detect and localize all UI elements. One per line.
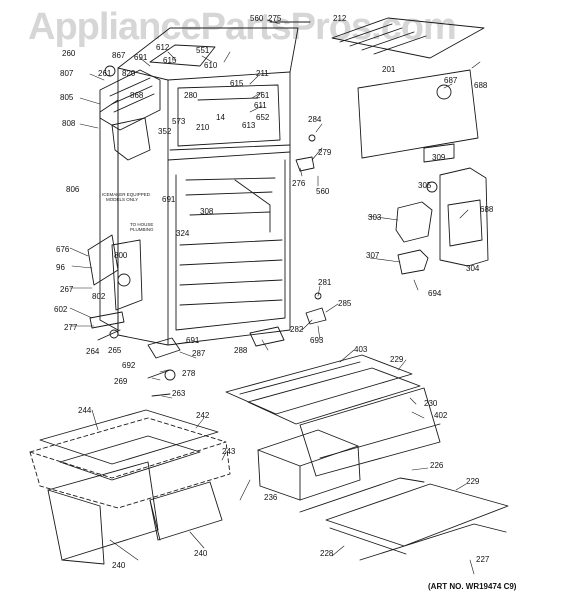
part-label-278: 278 bbox=[182, 369, 196, 378]
part-label-691: 691 bbox=[162, 195, 176, 204]
part-label-693: 693 bbox=[310, 336, 324, 345]
part-label-261: 261 bbox=[98, 69, 112, 78]
top-cover-212 bbox=[269, 17, 485, 59]
crisper-pans-assembly bbox=[29, 409, 231, 565]
part-label-285: 285 bbox=[338, 299, 352, 308]
part-label-307: 307 bbox=[366, 251, 380, 260]
part-label-279: 279 bbox=[318, 148, 332, 157]
part-label-692: 692 bbox=[122, 361, 136, 370]
part-label-652: 652 bbox=[256, 113, 270, 122]
part-label-226: 226 bbox=[430, 461, 444, 470]
part-label-802: 802 bbox=[92, 292, 106, 301]
evaporator-cover-201 bbox=[357, 69, 479, 163]
part-label-308: 308 bbox=[200, 207, 214, 216]
glass-shelf-lower bbox=[299, 477, 509, 561]
part-label-260: 260 bbox=[62, 49, 76, 58]
part-label-277: 277 bbox=[64, 323, 78, 332]
part-label-211: 211 bbox=[256, 69, 269, 78]
part-label-691: 691 bbox=[186, 336, 200, 345]
part-label-304: 304 bbox=[466, 264, 480, 273]
part-number-labels: 560 275 212 260 867 691 612 551 615 610 807 261 820 6… bbox=[54, 14, 494, 570]
part-label-352: 352 bbox=[158, 127, 172, 136]
part-label-691: 691 bbox=[134, 53, 148, 62]
part-label-560: 560 bbox=[250, 14, 264, 23]
part-label-303: 303 bbox=[368, 213, 382, 222]
freezer-compartment bbox=[149, 44, 281, 147]
part-label-309: 309 bbox=[432, 153, 446, 162]
part-label-305: 305 bbox=[418, 181, 432, 190]
part-label-282: 282 bbox=[290, 325, 304, 334]
part-label-573: 573 bbox=[172, 117, 186, 126]
part-label-867: 867 bbox=[112, 51, 126, 60]
part-label-240: 240 bbox=[112, 561, 126, 570]
part-label-611: 611 bbox=[254, 101, 267, 110]
part-label-229: 229 bbox=[466, 477, 480, 486]
part-label-267: 267 bbox=[60, 285, 74, 294]
part-label-201: 201 bbox=[382, 65, 396, 74]
part-label-615: 615 bbox=[230, 79, 244, 88]
part-label-14: 14 bbox=[216, 113, 225, 122]
part-label-228: 228 bbox=[320, 549, 334, 558]
glass-shelf-upper bbox=[225, 354, 441, 477]
part-label-230: 230 bbox=[424, 399, 438, 408]
part-label-261: 261 bbox=[256, 91, 270, 100]
small-parts-left bbox=[87, 234, 143, 341]
part-label-687: 687 bbox=[444, 76, 458, 85]
cabinet-shell bbox=[99, 27, 299, 346]
part-label-287: 287 bbox=[192, 349, 206, 358]
part-label-551: 551 bbox=[196, 46, 210, 55]
part-label-402: 402 bbox=[434, 411, 448, 420]
part-label-324: 324 bbox=[176, 229, 190, 238]
part-label-240: 240 bbox=[194, 549, 208, 558]
leader-lines bbox=[69, 19, 481, 575]
part-label-560: 560 bbox=[316, 187, 330, 196]
part-label-280: 280 bbox=[184, 91, 198, 100]
control-housing bbox=[395, 167, 489, 275]
part-label-288: 288 bbox=[234, 346, 248, 355]
part-label-276: 276 bbox=[292, 179, 306, 188]
part-label-613: 613 bbox=[242, 121, 256, 130]
icemaker-note-line2: MODELS ONLY bbox=[106, 197, 139, 202]
part-label-808: 808 bbox=[62, 119, 76, 128]
part-label-281: 281 bbox=[318, 278, 332, 287]
part-label-236: 236 bbox=[264, 493, 278, 502]
part-label-243: 243 bbox=[222, 447, 236, 456]
icemaker-note-line1: ICEMAKER EQUIPPED bbox=[102, 192, 151, 197]
part-label-284: 284 bbox=[308, 115, 322, 124]
part-label-800: 800 bbox=[114, 251, 128, 260]
part-label-806: 806 bbox=[66, 185, 80, 194]
part-label-264: 264 bbox=[86, 347, 100, 356]
part-label-212: 212 bbox=[333, 14, 347, 23]
crisper-drawer-236 bbox=[257, 429, 361, 501]
part-label-612: 612 bbox=[156, 43, 170, 52]
art-number: (ART NO. WR19474 C9) bbox=[428, 582, 517, 591]
part-label-242: 242 bbox=[196, 411, 210, 420]
part-label-688: 688 bbox=[474, 81, 488, 90]
part-label-269: 269 bbox=[114, 377, 128, 386]
part-label-96: 96 bbox=[56, 263, 65, 272]
part-label-265: 265 bbox=[108, 346, 122, 355]
part-label-229: 229 bbox=[390, 355, 404, 364]
part-label-615: 615 bbox=[163, 56, 177, 65]
part-label-263: 263 bbox=[172, 389, 186, 398]
part-label-807: 807 bbox=[60, 69, 74, 78]
plumbing-note-line1: TO HOUSE bbox=[130, 222, 154, 227]
part-label-610: 610 bbox=[204, 61, 218, 70]
part-label-805: 805 bbox=[60, 93, 74, 102]
part-label-688: 688 bbox=[480, 205, 494, 214]
part-label-820: 820 bbox=[122, 69, 136, 78]
part-label-244: 244 bbox=[78, 406, 92, 415]
part-label-694: 694 bbox=[428, 289, 442, 298]
part-label-403: 403 bbox=[354, 345, 368, 354]
part-label-868: 868 bbox=[130, 91, 144, 100]
part-label-602: 602 bbox=[54, 305, 68, 314]
part-label-676: 676 bbox=[56, 245, 70, 254]
plumbing-note-line2: PLUMBING bbox=[130, 227, 154, 232]
part-label-210: 210 bbox=[196, 123, 210, 132]
brackets bbox=[147, 134, 327, 397]
part-label-227: 227 bbox=[476, 555, 490, 564]
part-label-275: 275 bbox=[268, 14, 282, 23]
icemaker-assembly bbox=[99, 65, 161, 161]
